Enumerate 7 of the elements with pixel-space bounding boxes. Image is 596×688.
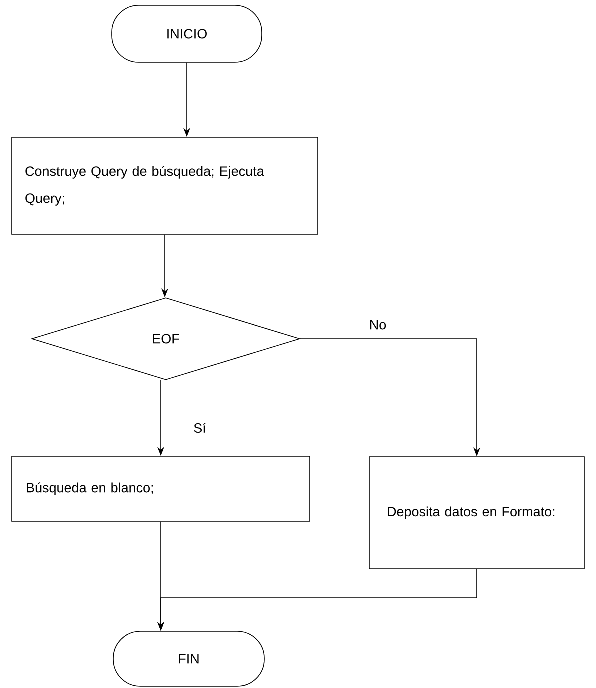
process-box: Búsqueda en blanco;: [12, 456, 310, 522]
process-box: Deposita datos en Formato:: [369, 456, 585, 570]
terminal-pill: INICIO: [112, 5, 262, 63]
terminal-pill: FIN: [113, 631, 265, 687]
edge-label: No: [370, 320, 386, 330]
process-box: Construye Query de búsqueda; Ejecuta Query;: [12, 137, 318, 235]
edge-label: Sí: [194, 422, 206, 434]
